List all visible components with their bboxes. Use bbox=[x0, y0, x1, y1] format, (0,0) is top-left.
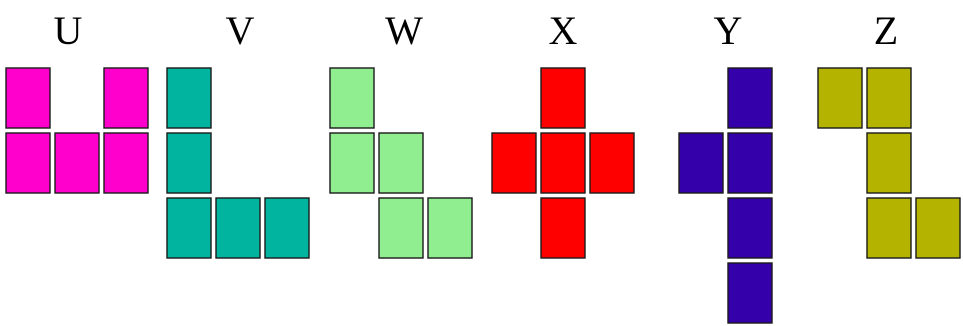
pentomino-x-cell bbox=[540, 132, 586, 194]
pentomino-w-cell bbox=[329, 67, 375, 129]
label-v: V bbox=[226, 8, 255, 53]
pentomino-w-cell bbox=[427, 197, 473, 259]
pentomino-w: W bbox=[329, 8, 473, 259]
pentomino-z-cell bbox=[866, 132, 912, 194]
pentomino-z-cell bbox=[915, 197, 961, 259]
label-y: Y bbox=[714, 8, 743, 53]
label-w: W bbox=[385, 8, 423, 53]
pentomino-z-cell bbox=[866, 67, 912, 129]
pentomino-u-cell bbox=[103, 132, 149, 194]
pentomino-y-cell bbox=[727, 67, 773, 129]
label-z: Z bbox=[874, 8, 898, 53]
pentomino-v: V bbox=[166, 8, 310, 259]
pentomino-v-cell bbox=[215, 197, 261, 259]
pentomino-u-cell bbox=[103, 67, 149, 129]
pentomino-x: X bbox=[491, 8, 635, 259]
pentomino-v-cell bbox=[166, 132, 212, 194]
pentomino-z: Z bbox=[817, 8, 961, 259]
pentomino-y-cell bbox=[727, 262, 773, 324]
pentomino-x-cell bbox=[540, 67, 586, 129]
pentomino-w-cell bbox=[329, 132, 375, 194]
pentomino-u-cell bbox=[54, 132, 100, 194]
pentomino-u: U bbox=[5, 8, 149, 194]
pentomino-z-cell bbox=[866, 197, 912, 259]
pentomino-x-cell bbox=[589, 132, 635, 194]
pentomino-x-cell bbox=[491, 132, 537, 194]
pentomino-y: Y bbox=[678, 8, 773, 324]
pentomino-x-cell bbox=[540, 197, 586, 259]
pentomino-y-cell bbox=[678, 132, 724, 194]
pentomino-y-cell bbox=[727, 197, 773, 259]
pentomino-u-cell bbox=[5, 132, 51, 194]
pentomino-u-cell bbox=[5, 67, 51, 129]
label-u: U bbox=[54, 8, 83, 53]
pentomino-z-cell bbox=[817, 67, 863, 129]
pentomino-v-cell bbox=[264, 197, 310, 259]
pentomino-w-cell bbox=[378, 197, 424, 259]
pentomino-v-cell bbox=[166, 197, 212, 259]
pentomino-v-cell bbox=[166, 67, 212, 129]
label-x: X bbox=[549, 8, 578, 53]
pentomino-y-cell bbox=[727, 132, 773, 194]
pentomino-w-cell bbox=[378, 132, 424, 194]
